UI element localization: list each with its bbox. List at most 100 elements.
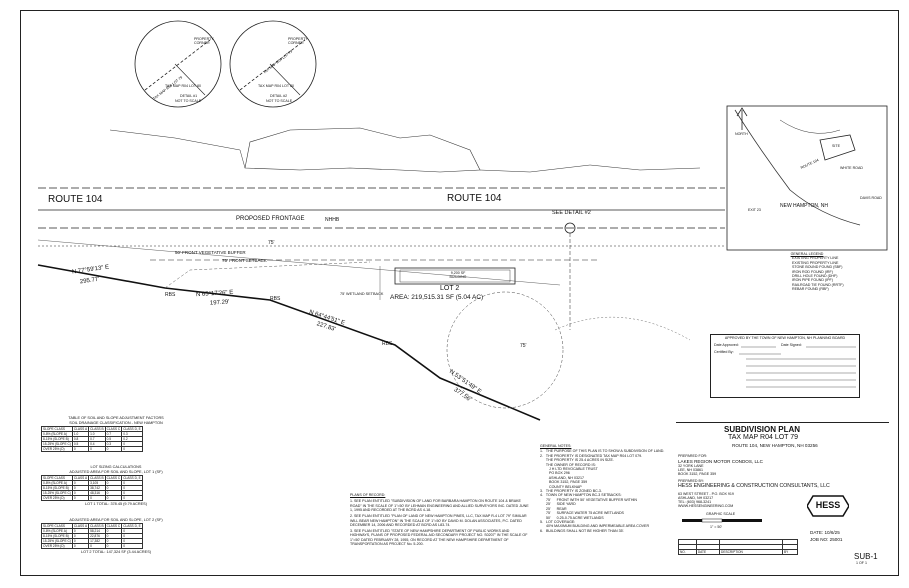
soil-table-block: TABLE OF SOIL AND SLOPE ADJUSTMENT FACTO…: [41, 415, 191, 452]
signature-lines: [739, 346, 856, 388]
general-note-item: PO BOX 296: [540, 471, 570, 476]
locus-map-frame: [726, 105, 888, 251]
table-cell: 8-15% (SLOPE B): [41, 436, 73, 442]
sheet-number: SUB-1: [854, 552, 878, 561]
general-note-item: 3. THE PROPERTY IS ZONED BC-3.: [540, 489, 602, 494]
soil-table-title: TABLE OF SOIL AND SLOPE ADJUSTMENT FACTO…: [68, 416, 164, 420]
table-cell: 0: [104, 446, 123, 452]
rev-header: DATE: [695, 549, 721, 555]
approval-block: APPROVED BY THE TOWN OF NEW HAMPTON, NH …: [710, 334, 860, 398]
address-line: WWW.HESSENGINEERING.COM: [678, 504, 734, 508]
site-label: SITE: [832, 144, 840, 148]
table-cell: 15-25% (SLOPE C): [41, 538, 73, 544]
plan-title: SUBDIVISION PLAN: [724, 425, 801, 434]
scale-value: 1" = 50': [710, 525, 723, 529]
sheet-of: 1 OF 1: [856, 561, 867, 565]
north-arrow-label: NORTH: [735, 132, 748, 136]
table-cell: OVER 25% (D): [41, 446, 73, 452]
table-cell: 0: [104, 495, 123, 501]
table-cell: 0: [71, 446, 90, 452]
legend-title: GENERAL LEGEND: [790, 252, 824, 256]
table-cell: 0: [104, 543, 123, 549]
drawing-sheet: [20, 10, 899, 576]
scale-label: GRAPHIC SCALE: [706, 512, 736, 516]
prepared-for-line: LAKES REGION MOTOR CONDOS, LLC: [678, 459, 763, 464]
general-note-item: BOOK 3152, PAGE 359: [540, 480, 588, 485]
date-approved-label: Date Approved:: [714, 343, 739, 347]
table-header: CLASS A: [71, 523, 90, 529]
locus-road3: DAVIS ROAD: [860, 196, 882, 200]
hess-logo-shape: [806, 495, 850, 517]
building-label: 9,200 SF BUILDING: [449, 271, 467, 280]
general-note-item: 5. LOT COVERAGE:: [540, 519, 576, 524]
detail-1-circle: [134, 20, 222, 108]
general-notes: GENERAL NOTES: 1. THE PURPOSE OF THIS PL…: [540, 444, 670, 533]
detail2-label: DETAIL #2: [270, 94, 288, 98]
general-note-item: ASHLAND, NH 03217: [540, 475, 584, 480]
lot2-table-block: ADJUSTED AREA FOR SOIL AND SLOPE, LOT 2 …: [41, 517, 191, 555]
table-header: CLASS D, E: [121, 426, 143, 432]
hess-logo: HESS: [806, 494, 850, 518]
general-legend: GENERAL LEGEND EXISTING PROPERTY LINE EX…: [747, 252, 867, 292]
rbs-1: RBS: [165, 292, 176, 298]
approval-heading: APPROVED BY THE TOWN OF NEW HAMPTON, NH …: [724, 336, 846, 340]
general-note-item: 40% MAXIMUM BUILDING AND IMPERMEABLE ARE…: [540, 524, 650, 529]
table-cell: 8-15% (SLOPE B): [41, 485, 73, 491]
title-block: SUBDIVISION PLAN TAX MAP R04 LOT 79 ROUT…: [676, 422, 889, 570]
rev-header: NO.: [678, 549, 697, 555]
rbs-3: RBS: [382, 341, 393, 347]
table-header: CLASS B: [88, 475, 106, 481]
general-note-item: THE OWNER OF RECORD IS:: [540, 462, 596, 467]
date-signed-label: Date Signed:: [781, 343, 802, 347]
detail2-nts: NOT TO SCALE: [266, 99, 293, 103]
detail1-label: DETAIL #1: [180, 94, 198, 98]
legend-item: DRILL HOLE FOUND (DHF): [792, 274, 838, 279]
rev-header: BY: [782, 549, 798, 555]
lot1-table-block: LOT SIZING CALCULATIONS ADJUSTED AREA FO…: [41, 464, 191, 507]
general-note-item: 75' SURFACE WATER 75 ACRE WETLANDS: [540, 511, 624, 516]
dim-75b-label: 75': [520, 343, 527, 349]
general-note-item: 25' REAR: [540, 506, 567, 511]
plans-of-record-item: 1. SEE PLAN ENTITLED "SUBDIVISION OF LAN…: [350, 499, 529, 513]
table-header: CLASS A: [71, 475, 90, 481]
table-cell: 0: [88, 495, 106, 501]
legend-item: EXISTING PROPERTY LINE: [792, 256, 839, 261]
legend-item: REBAR FOUND (RBF): [792, 287, 829, 292]
property-corner-2: PROPERTY CORNER: [288, 37, 308, 46]
table-cell: 0: [121, 446, 143, 452]
lot-sizing-title: LOT SIZING CALCULATIONS: [90, 465, 142, 469]
location: ROUTE 104, NEW HAMPTON, NH 03256: [732, 443, 818, 448]
plans-of-record-title: PLANS OF RECORD:: [350, 493, 386, 497]
lot1-table-subtitle: ADJUSTED AREA FOR SOIL AND SLOPE, LOT 1 …: [69, 470, 163, 474]
front-setback-label: 75' FRONT SETBACK: [222, 258, 267, 263]
table-cell: OVER 25% (D): [41, 495, 73, 501]
table-cell: 0: [121, 495, 143, 501]
general-notes-list: 1. THE PURPOSE OF THIS PLAN IS TO SHOW A…: [540, 449, 670, 533]
locus-road2: WHITE ROAD: [840, 166, 863, 170]
graphic-scale-bar: [682, 518, 762, 523]
lot-name: LOT 2: [440, 285, 460, 292]
table-header: CLASS D, E: [121, 475, 143, 481]
table-cell: 0: [88, 446, 106, 452]
table-cell: 8-15% (SLOPE B): [41, 533, 73, 539]
general-note-item: 50' 0.25-0.75 ACRE WETLANDS: [540, 515, 604, 520]
prepared-by-label: PREPARED BY:: [678, 479, 705, 483]
wetland-setback-label: 75' WETLAND SETBACK: [340, 292, 384, 296]
table-header: CLASS B: [88, 523, 106, 529]
table-header: CLASS B: [88, 426, 106, 432]
address-line: ASHLAND, NH 03217: [678, 496, 714, 500]
prepared-for-line: BOOK 3152, PAGE 359: [678, 472, 717, 476]
vegetative-buffer-label: 50' FRONT VEGETATIVE BUFFER: [175, 250, 246, 255]
route-label-right: ROUTE 104: [447, 193, 502, 204]
table-cell: 0: [71, 543, 90, 549]
general-note-item: 75' FRONT WITH 50' VEGETATIVE BUFFER WIT…: [540, 497, 638, 502]
general-note-item: 2. THE PROPERTY IS DESIGNATED TAX MAP R0…: [540, 453, 643, 458]
table-cell: 0: [121, 543, 143, 549]
legend-item: STONE BOUND FOUND (SBF): [792, 265, 843, 270]
certified-by-label: Certified By:: [714, 350, 734, 354]
general-note-item: 25' SIDE YARD: [540, 502, 576, 507]
